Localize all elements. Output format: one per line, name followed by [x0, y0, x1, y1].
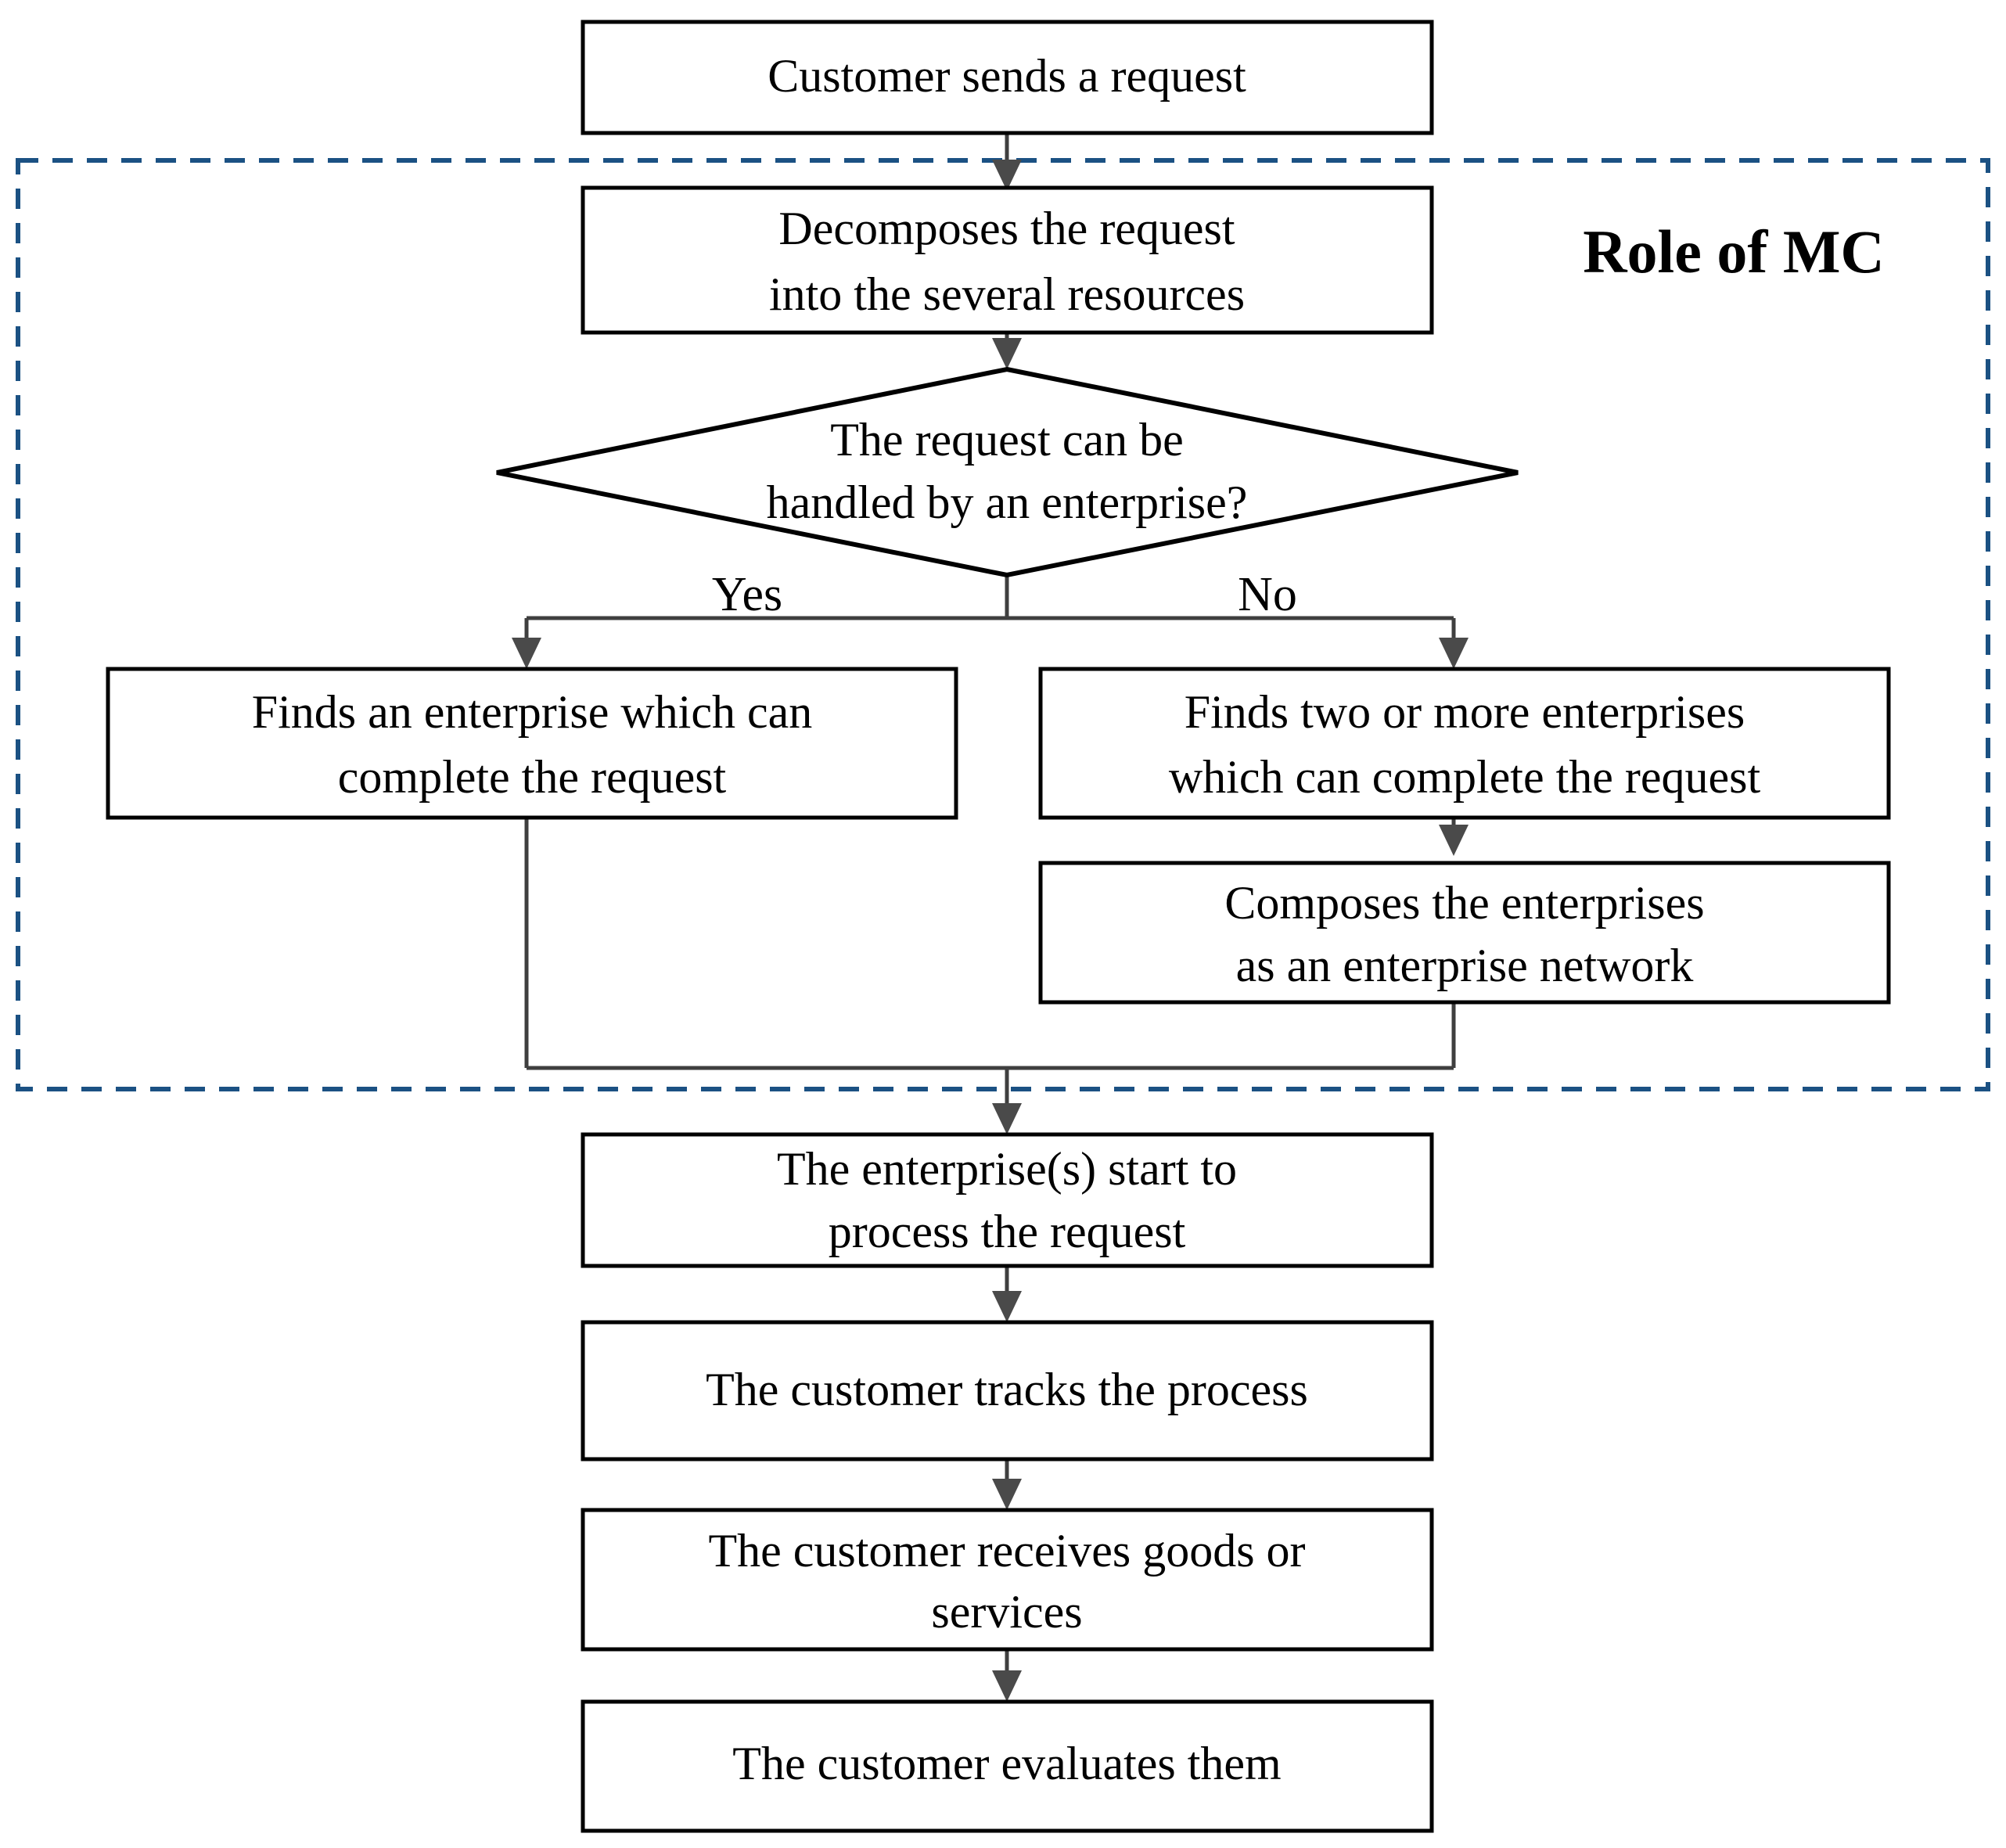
- connector-enterprisestart-to-tracks: [992, 1266, 1022, 1322]
- connector-receives-to-evaluates: [992, 1649, 1022, 1702]
- branch-label-yes: Yes: [712, 568, 782, 621]
- node-customer-receives-goods[interactable]: The customer receives goods or services: [581, 1508, 1434, 1652]
- branch-label-no: No: [1238, 568, 1297, 621]
- node-composes-enterprise-network-line-2: as an enterprise network: [1236, 940, 1694, 991]
- connector-tracks-to-receives: [992, 1459, 1022, 1510]
- node-composes-enterprise-network[interactable]: Composes the enterprises as an enterpris…: [1038, 861, 1891, 1005]
- node-customer-tracks-process[interactable]: The customer tracks the process: [581, 1320, 1434, 1462]
- node-enterprises-start-process[interactable]: The enterprise(s) start to process the r…: [581, 1132, 1434, 1268]
- node-request-handled-decision-line-1: The request can be: [830, 414, 1183, 466]
- node-customer-sends-request[interactable]: Customer sends a request: [581, 20, 1434, 135]
- node-finds-two-or-more-enterprises-line-2: which can complete the request: [1169, 751, 1761, 803]
- node-customer-receives-goods-line-1: The customer receives goods or: [708, 1525, 1305, 1577]
- node-finds-two-or-more-enterprises[interactable]: Finds two or more enterprises which can …: [1038, 667, 1891, 820]
- node-request-handled-decision[interactable]: The request can be handled by an enterpr…: [496, 366, 1519, 578]
- role-of-mc-label: Role of MC: [1583, 218, 1885, 286]
- node-decomposes-request-line-1: Decomposes the request: [778, 203, 1235, 254]
- node-customer-sends-request-line-1: Customer sends a request: [768, 50, 1246, 102]
- connector-decision-split: [512, 575, 1469, 669]
- node-request-handled-decision-line-2: handled by an enterprise?: [767, 476, 1248, 528]
- node-composes-enterprise-network-line-1: Composes the enterprises: [1224, 877, 1704, 929]
- node-finds-two-or-more-enterprises-line-1: Finds two or more enterprises: [1185, 686, 1745, 738]
- node-enterprises-start-process-line-1: The enterprise(s) start to: [777, 1143, 1237, 1195]
- connector-findsmany-to-composes: [1439, 818, 1469, 856]
- node-finds-one-enterprise-line-1: Finds an enterprise which can: [252, 686, 812, 738]
- node-customer-evaluates-line-1: The customer evaluates them: [732, 1738, 1281, 1789]
- node-customer-receives-goods-line-2: services: [931, 1586, 1082, 1638]
- connector-decomposes-to-decision: [992, 333, 1022, 369]
- connector-customer-to-decomposes: [992, 133, 1022, 191]
- connector-merge-to-enterprise-start: [524, 818, 1456, 1134]
- node-decomposes-request[interactable]: Decomposes the request into the several …: [581, 185, 1434, 335]
- node-decomposes-request-line-2: into the several resources: [769, 268, 1245, 320]
- node-finds-one-enterprise-line-2: complete the request: [338, 751, 727, 803]
- node-customer-evaluates[interactable]: The customer evaluates them: [581, 1699, 1434, 1833]
- node-enterprises-start-process-line-2: process the request: [829, 1206, 1186, 1257]
- node-customer-tracks-process-line-1: The customer tracks the process: [706, 1364, 1308, 1415]
- node-finds-one-enterprise[interactable]: Finds an enterprise which can complete t…: [106, 667, 958, 820]
